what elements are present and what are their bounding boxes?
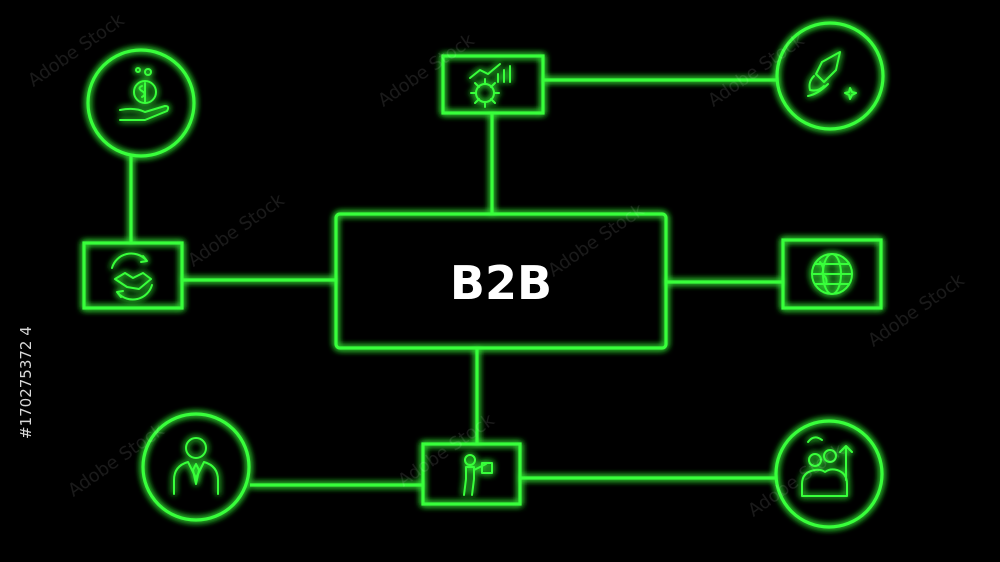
handshake-cycle-icon	[111, 252, 153, 301]
node-money-hand[interactable]	[86, 48, 196, 158]
globe-icon	[811, 253, 853, 295]
node-businessman[interactable]	[141, 412, 251, 522]
presenter-icon	[463, 454, 493, 496]
money-hand-icon	[119, 67, 170, 121]
node-presenter[interactable]	[421, 442, 522, 506]
stock-id-text: #170275372 4	[17, 326, 35, 439]
team-growth-icon	[801, 436, 853, 497]
node-gear-growth[interactable]	[441, 54, 545, 115]
center-label: B2B	[450, 256, 552, 310]
center-box	[334, 212, 668, 350]
node-handshake-cycle[interactable]	[82, 241, 184, 310]
gear-growth-chart-icon	[469, 63, 511, 108]
node-team-growth[interactable]	[774, 419, 884, 529]
rocket-launch-icon	[807, 51, 857, 100]
node-globe[interactable]	[781, 238, 883, 310]
businessman-icon	[173, 437, 219, 495]
node-rocket-launch[interactable]	[775, 21, 885, 131]
